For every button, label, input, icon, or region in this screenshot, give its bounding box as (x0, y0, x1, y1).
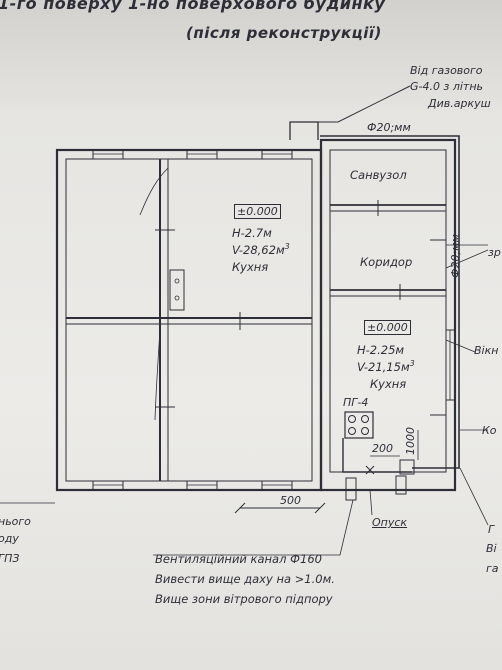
room3-height: Н-2.25м (357, 343, 405, 357)
right-block-wall (319, 138, 457, 492)
kitchen-volume: V-28,62м3 (232, 242, 290, 257)
pipe-label-right: Ф20;мм (449, 234, 462, 278)
dim-1000: 1000 (404, 427, 417, 455)
left-note-line2: оду (0, 532, 19, 545)
kitchen-level: ±0.000 (234, 204, 281, 219)
pipe-label-top: Ф20;мм (367, 121, 411, 134)
right-note-ko: Ко (482, 424, 497, 437)
right-note-zr: зр (488, 246, 501, 259)
bathroom-name: Санвузол (350, 168, 407, 182)
gas-note-line1: Від газового (410, 64, 483, 77)
outer-wall (55, 148, 323, 492)
right-note-vi: Ві (486, 542, 497, 555)
room3-volume: V-21,15м3 (357, 359, 415, 374)
outlet-label: Опуск (372, 516, 408, 529)
room3-name: Кухня (370, 377, 407, 391)
gas-note-line2: G-4.0 з літнь (410, 80, 483, 93)
ventilation-line2: Вивести вище даху на >1.0м. (155, 572, 335, 586)
gas-note-line3: Див.аркуш (428, 97, 491, 110)
dim-500: 500 (280, 494, 301, 507)
drawing-subtitle: (після реконструкції) (186, 24, 382, 42)
stove-pg4 (344, 411, 374, 439)
drawing-title: 1-го поверху 1-но поверхового будинку (0, 0, 386, 13)
stove-label: ПГ-4 (343, 396, 369, 409)
room3-level: ±0.000 (364, 320, 411, 335)
ventilation-title: Вентиляційний канал Ф160 (155, 552, 322, 566)
kitchen-name: Кухня (232, 260, 269, 274)
right-note-ga: га (486, 562, 499, 575)
left-note-line3: ГПЗ (0, 552, 20, 565)
right-note-window: Вікн (474, 344, 499, 357)
ventilation-line3: Вище зони вітрового підпору (155, 592, 333, 606)
left-note-line1: нього (0, 515, 31, 528)
dim-200: 200 (372, 442, 393, 455)
kitchen-height: Н-2.7м (232, 226, 272, 240)
corridor-name: Коридор (360, 255, 413, 269)
right-note-g: Г (488, 523, 495, 536)
